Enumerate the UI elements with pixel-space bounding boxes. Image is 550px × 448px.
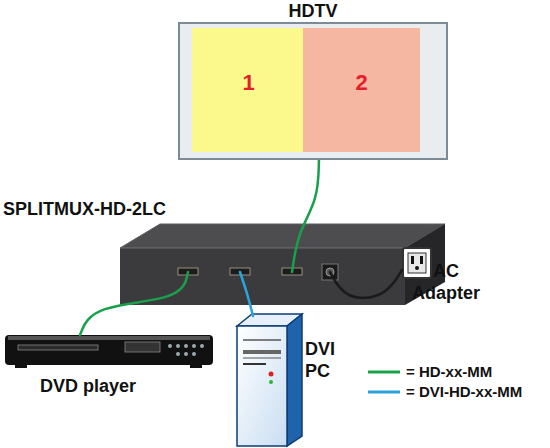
hdtv: HDTV 12 [178, 0, 448, 162]
device-label: AC Adapter [412, 260, 480, 304]
legend: = HD-xx-MM= DVI-HD-xx-MM [366, 362, 522, 402]
pc-bay [243, 358, 281, 359]
pc-tower-body [237, 314, 302, 446]
callout-number: 2 [303, 72, 420, 94]
plug-slot [411, 256, 414, 264]
callout-number: 1 [192, 72, 305, 94]
dvd-button [176, 344, 180, 348]
plug-ground [415, 266, 419, 270]
dvd-foot [15, 365, 27, 368]
dvd-case [5, 335, 213, 365]
dvd-button [184, 352, 188, 356]
dvd-button [176, 352, 180, 356]
legend-sample [366, 385, 402, 399]
cable [330, 270, 402, 298]
pc-drive [243, 350, 281, 354]
dvd-tray [18, 345, 98, 350]
plug-face [408, 253, 426, 273]
device-heading: HDTV [178, 0, 448, 22]
dvd-display [125, 342, 160, 352]
screen-area: 1 [192, 28, 305, 152]
legend-sample [366, 365, 402, 379]
cable [80, 272, 188, 335]
legend-text: = DVI-HD-xx-MM [406, 382, 522, 402]
housing-top [120, 224, 445, 248]
ac-plug [403, 248, 431, 278]
legend-text: = HD-xx-MM [406, 362, 492, 382]
screen-area: 2 [303, 28, 420, 152]
pc-side [287, 314, 302, 446]
splitter-housing [120, 224, 445, 305]
legend-row: = HD-xx-MM [366, 362, 522, 382]
housing-edge [120, 248, 405, 249]
pc-bay [243, 363, 266, 365]
dvd-top-band [8, 336, 210, 340]
pc-tower: DVI PC [235, 314, 355, 446]
pc-led [269, 372, 274, 377]
dvd-player: DVD player [5, 333, 217, 401]
dvd-button [168, 344, 172, 348]
device-label: DVI PC [305, 338, 335, 382]
cable [240, 272, 253, 316]
dvd-button [184, 344, 188, 348]
plug-slot [420, 256, 423, 264]
legend-row: = DVI-HD-xx-MM [366, 382, 522, 402]
dvd-foot [190, 365, 202, 368]
ac-adapter: AC Adapter [398, 248, 510, 306]
splitter-box: SPLITMUX-HD-2LC [120, 224, 445, 306]
legend-line [368, 391, 400, 394]
pc-front [237, 326, 287, 446]
cable [292, 160, 319, 272]
dvd-button [192, 344, 196, 348]
device-label: SPLITMUX-HD-2LC [3, 198, 166, 220]
device-label: DVD player [40, 375, 136, 397]
dvd-button [192, 352, 196, 356]
pc-bay [243, 339, 281, 341]
dvd-player-body [5, 335, 213, 368]
legend-line [368, 371, 400, 374]
dvd-button [200, 344, 204, 348]
plug-body [403, 248, 431, 278]
pc-led [269, 380, 273, 384]
